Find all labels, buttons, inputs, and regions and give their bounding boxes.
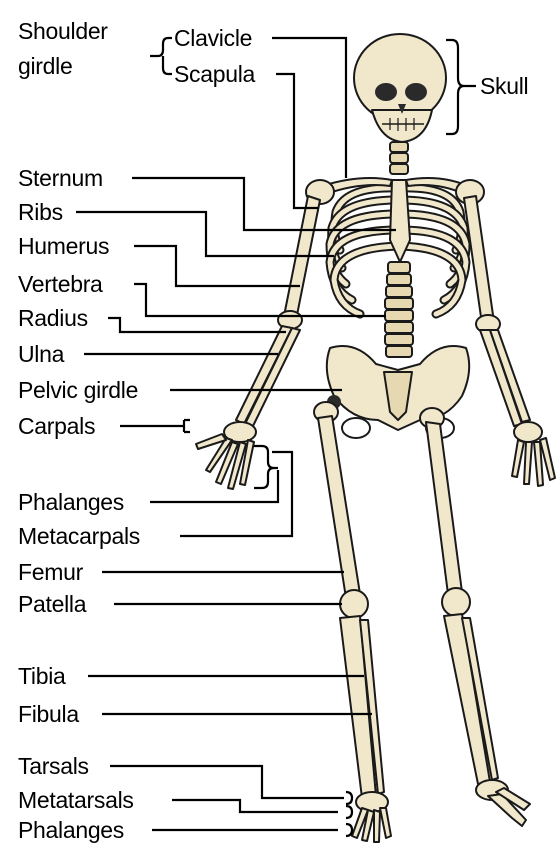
label-humerus: Humerus	[18, 233, 109, 259]
label-tarsals: Tarsals	[18, 753, 89, 779]
left-humerus	[284, 196, 320, 320]
label-ulna: Ulna	[18, 341, 64, 367]
left-leg	[314, 402, 391, 842]
label-phalanges-hand: Phalanges	[18, 489, 124, 515]
pelvis	[327, 346, 469, 438]
right-femur	[426, 422, 462, 594]
label-tibia: Tibia	[18, 663, 66, 689]
label-scapula: Scapula	[174, 61, 255, 87]
skull	[354, 34, 446, 142]
label-ribs: Ribs	[18, 199, 63, 225]
label-phalanges-foot: Phalanges	[18, 817, 124, 843]
right-arm	[464, 196, 555, 486]
leader-lines	[76, 38, 476, 836]
left-radius	[236, 326, 292, 424]
label-shoulder-girdle-line1: Shoulder	[18, 18, 108, 44]
label-femur: Femur	[18, 559, 83, 585]
label-skull: Skull	[480, 73, 528, 99]
label-vertebra: Vertebra	[18, 271, 103, 297]
left-patella	[340, 590, 368, 618]
label-metatarsals: Metatarsals	[18, 787, 134, 813]
label-carpals: Carpals	[18, 413, 95, 439]
label-clavicle: Clavicle	[174, 25, 252, 51]
left-ulna	[244, 328, 300, 428]
label-pelvic-girdle: Pelvic girdle	[18, 377, 138, 403]
label-sternum: Sternum	[18, 165, 103, 191]
left-femur	[318, 416, 360, 598]
label-radius: Radius	[18, 305, 88, 331]
label-metacarpals: Metacarpals	[18, 523, 140, 549]
label-shoulder-girdle-line2: girdle	[18, 53, 72, 79]
label-patella: Patella	[18, 591, 86, 617]
label-fibula: Fibula	[18, 701, 79, 727]
